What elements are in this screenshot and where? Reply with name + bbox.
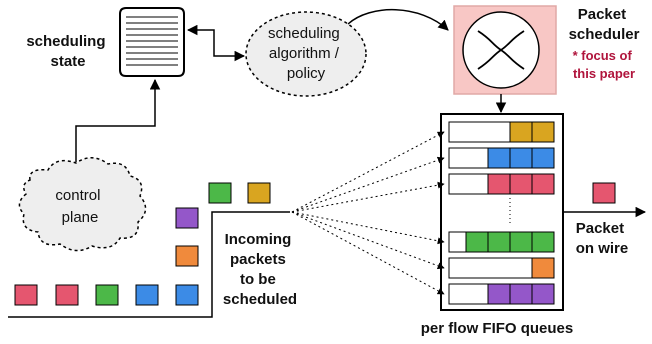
control-to-state-arrow	[75, 78, 161, 162]
fanout-arrow	[291, 211, 445, 295]
queued-packet	[509, 231, 533, 253]
scheduling-algorithm-node	[245, 11, 367, 97]
fanout-arrow	[291, 131, 445, 213]
queues-container	[440, 113, 564, 311]
fanout-arrow	[291, 211, 445, 270]
control-plane-node	[18, 157, 147, 252]
state-algorithm-arrow	[186, 24, 246, 62]
focus-note: * focus of this paper	[573, 48, 636, 81]
queued-packet	[531, 231, 555, 253]
queued-packet	[487, 147, 511, 169]
incoming-packet	[14, 284, 38, 306]
incoming-label: Incoming packets to be scheduled	[223, 231, 297, 308]
fanout-arrow	[291, 181, 445, 213]
incoming-packet	[135, 284, 159, 306]
incoming-packets	[14, 182, 271, 306]
incoming-packet	[247, 182, 271, 204]
queued-packet	[509, 283, 533, 305]
packet-on-wire-label: Packet on wire	[576, 220, 629, 257]
queued-packet	[531, 147, 555, 169]
incoming-packet	[208, 182, 232, 204]
packet-scheduler-label: Packet scheduler	[569, 6, 640, 43]
queued-packet	[465, 231, 489, 253]
packet-scheduler	[453, 5, 557, 95]
incoming-packet	[95, 284, 119, 306]
incoming-packet	[175, 284, 199, 306]
fanout-arrow	[291, 156, 445, 213]
queued-packet	[509, 121, 533, 143]
scheduling-state-label: scheduling state	[26, 33, 109, 70]
queued-packet	[531, 257, 555, 279]
queues-caption: per flow FIFO queues	[421, 320, 574, 337]
queued-packet	[487, 283, 511, 305]
queued-packet	[487, 173, 511, 195]
incoming-packet	[55, 284, 79, 306]
fanout-arrow	[291, 211, 445, 245]
incoming-packet	[175, 245, 199, 267]
scheduling-algorithm-label: scheduling algorithm / policy	[268, 25, 344, 82]
queued-packet	[509, 147, 533, 169]
incoming-packet	[175, 207, 199, 229]
algorithm-to-scheduler-arrow	[347, 8, 449, 31]
queued-packet	[509, 173, 533, 195]
scheduling-state-store	[119, 7, 185, 77]
queued-packet	[531, 173, 555, 195]
incoming-line	[8, 211, 290, 318]
wire-packet	[592, 182, 616, 204]
queued-packet	[531, 283, 555, 305]
control-plane-label: control plane	[55, 187, 104, 226]
queued-packet	[531, 121, 555, 143]
fanout-arrows	[291, 131, 445, 295]
queues	[448, 121, 555, 305]
queued-packet	[487, 231, 511, 253]
